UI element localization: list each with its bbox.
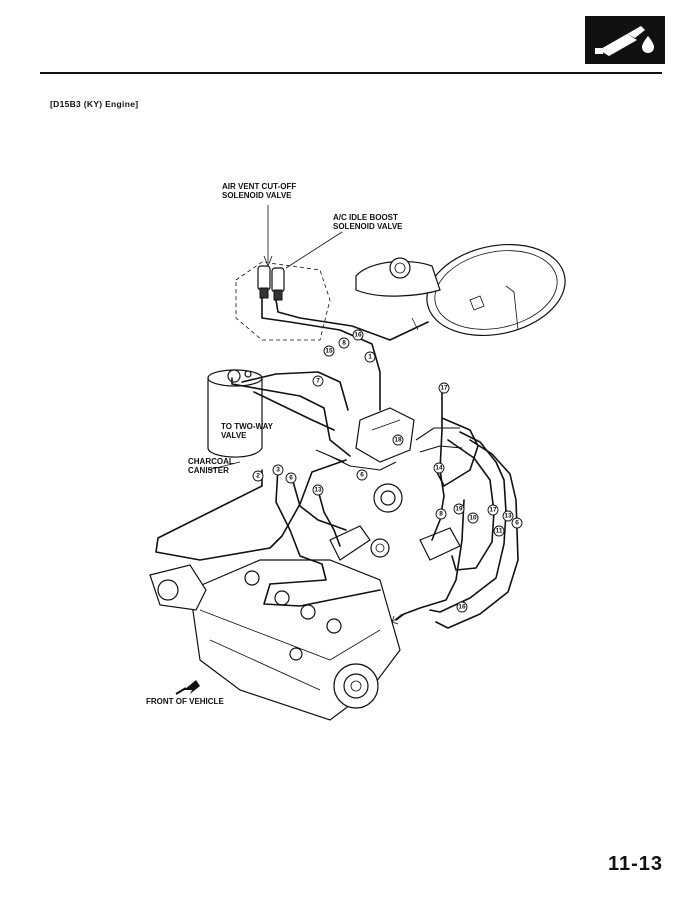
hose-marker: 7	[312, 375, 324, 387]
page-number: 11-13	[607, 853, 663, 875]
svg-text:13: 13	[314, 487, 322, 494]
svg-text:16: 16	[458, 604, 466, 611]
hose-marker: 6	[511, 517, 523, 529]
engine-label: [D15B3 (KY) Engine]	[50, 99, 139, 109]
svg-text:8: 8	[439, 511, 443, 518]
solenoid-bracket	[235, 261, 331, 341]
hose-routing	[155, 297, 519, 629]
hose-marker: 18	[392, 434, 404, 446]
charcoal-canister-label: CHARCOAL CANISTER	[188, 457, 234, 475]
svg-text:3: 3	[276, 467, 280, 474]
svg-text:16: 16	[354, 332, 362, 339]
hose-marker: 10	[467, 512, 479, 524]
svg-text:6: 6	[515, 520, 519, 527]
svg-text:2: 2	[256, 473, 260, 480]
front-of-vehicle-arrow	[175, 680, 200, 695]
hose-marker: 13	[502, 510, 514, 522]
hose-marker: 17	[438, 382, 450, 394]
throttle-body	[329, 407, 461, 561]
svg-text:17: 17	[440, 385, 448, 392]
engine-block	[149, 559, 401, 721]
hose-marker: 17	[487, 504, 499, 516]
hose-arrow	[391, 613, 403, 625]
hose-marker: 15	[323, 345, 335, 357]
svg-text:8: 8	[342, 340, 346, 347]
hose-marker: 13	[312, 484, 324, 496]
ac-idle-boost-solenoid-label: A/C IDLE BOOST SOLENOID VALVE	[333, 213, 403, 231]
to-two-way-valve-label: TO TWO-WAY VALVE	[221, 422, 273, 440]
svg-text:6: 6	[360, 472, 364, 479]
svg-text:1: 1	[368, 354, 372, 361]
svg-text:10: 10	[469, 515, 477, 522]
svg-text:6: 6	[289, 475, 293, 482]
svg-text:18: 18	[394, 437, 402, 444]
front-of-vehicle-label: FRONT OF VEHICLE	[146, 697, 224, 706]
header-rule	[40, 72, 662, 74]
hose-marker: 19	[453, 503, 465, 515]
svg-text:14: 14	[435, 465, 443, 472]
fuel-emissions-section-icon	[585, 16, 665, 64]
hose-markers: 16 8 15 1 7 17 18 14 3 6 13 2 6 8 10 19 …	[252, 329, 523, 613]
svg-text:19: 19	[455, 506, 463, 513]
svg-text:17: 17	[489, 507, 497, 514]
hose-marker: 1	[364, 351, 376, 363]
hose-marker: 6	[356, 469, 368, 481]
svg-text:7: 7	[316, 378, 320, 385]
air-vent-solenoid-label: AIR VENT CUT-OFF SOLENOID VALVE	[222, 182, 297, 200]
svg-text:15: 15	[325, 348, 333, 355]
hose-marker: 8	[338, 337, 350, 349]
charcoal-canister	[207, 369, 263, 458]
hose-marker: 16	[456, 601, 468, 613]
hose-marker: 8	[435, 508, 447, 520]
svg-text:13: 13	[504, 513, 512, 520]
hose-marker: 6	[285, 472, 297, 484]
hose-marker: 16	[352, 329, 364, 341]
hose-marker: 2	[252, 470, 264, 482]
hose-marker: 11	[493, 525, 505, 537]
hose-marker: 3	[272, 464, 284, 476]
hose-marker: 14	[433, 462, 445, 474]
air-cleaner	[355, 243, 566, 337]
svg-text:11: 11	[496, 528, 503, 535]
